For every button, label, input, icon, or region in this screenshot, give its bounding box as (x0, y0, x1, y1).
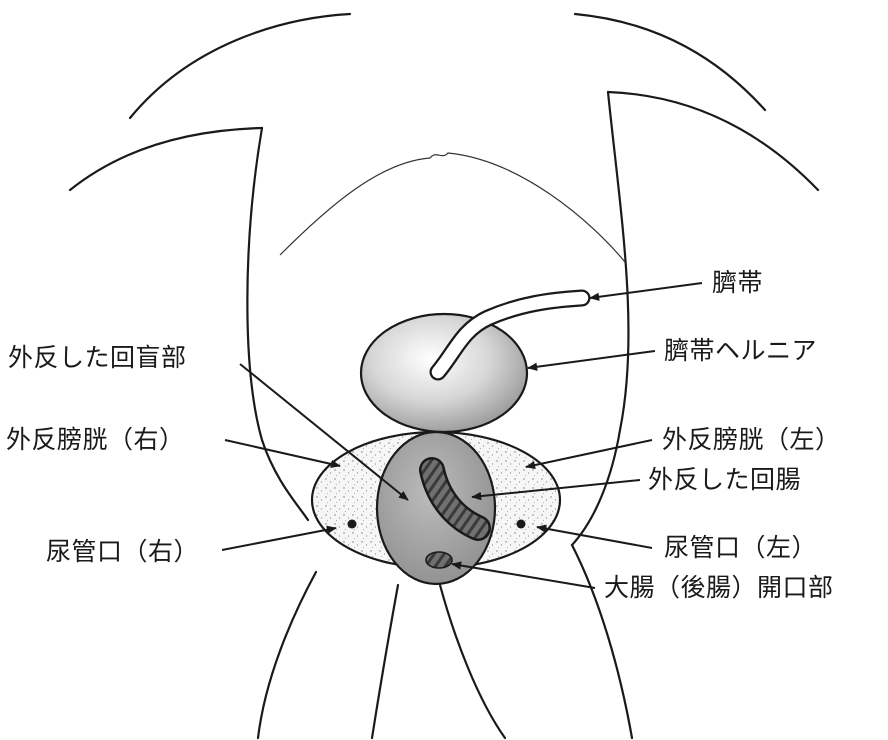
right-arm-crease (608, 92, 818, 190)
label-everted-ileum: 外反した回腸 (648, 465, 801, 495)
right-leg-inner (440, 585, 505, 738)
arrow-omphalocele (528, 351, 655, 368)
arrow-umbilical-cord (590, 283, 702, 298)
arrow-bladder-right (225, 440, 340, 466)
chest-curve (280, 153, 625, 262)
arrow-ureter-left (537, 527, 652, 548)
label-colon-opening: 大腸（後腸）開口部 (604, 573, 834, 603)
label-bladder-left: 外反膀胱（左） (662, 425, 841, 455)
right-torso-line (572, 92, 628, 545)
label-ureter-left: 尿管口（左） (664, 533, 817, 563)
left-torso-line (247, 128, 308, 520)
left-shoulder-line (130, 14, 350, 118)
label-ureter-right: 尿管口（右） (46, 537, 199, 567)
left-leg-outer (258, 572, 316, 738)
left-leg-inner (372, 585, 398, 738)
arrow-bladder-left (526, 440, 652, 467)
label-omphalocele: 臍帯ヘルニア (664, 336, 817, 366)
label-everted-cecum: 外反した回盲部 (8, 343, 187, 373)
left-arm-crease (70, 128, 262, 190)
ureter-right-dot (348, 520, 357, 529)
arrow-colon-opening (452, 564, 595, 588)
colon-opening (426, 552, 452, 568)
label-umbilical-cord: 臍帯 (712, 268, 763, 298)
label-bladder-right: 外反膀胱（右） (6, 425, 185, 455)
ureter-left-dot (517, 520, 526, 529)
right-shoulder-line (575, 14, 765, 110)
arrow-ureter-right (222, 528, 336, 550)
